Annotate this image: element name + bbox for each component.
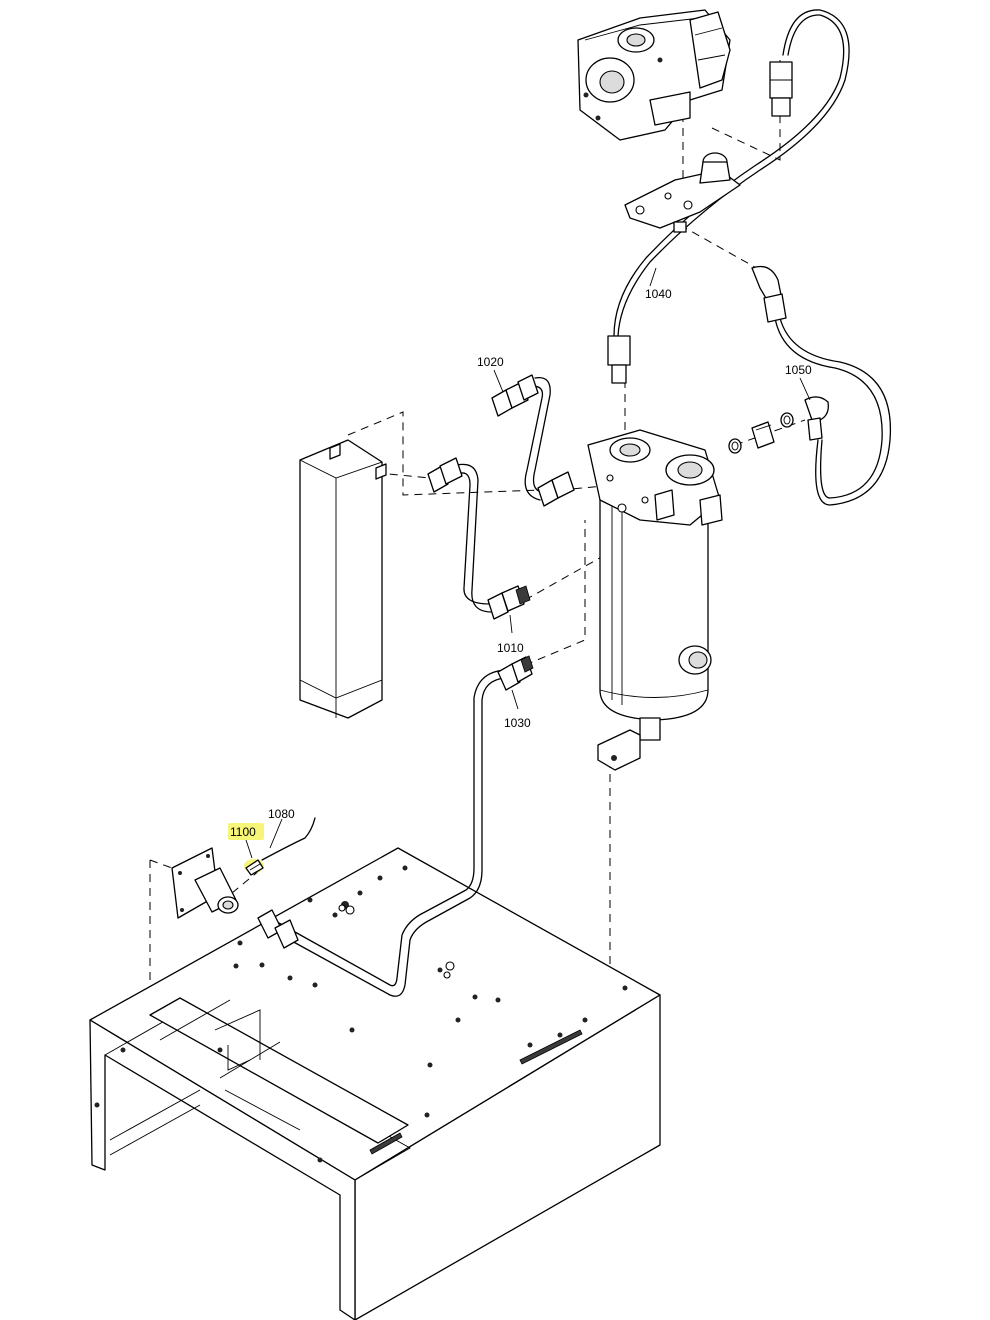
- fitting-1050-group: [728, 396, 829, 454]
- pipe-1030: [257, 655, 534, 997]
- callout-1010: 1010: [497, 641, 524, 655]
- tank-flange-fitting: [171, 847, 239, 919]
- return-hose: [751, 265, 892, 506]
- part-1100-fitting: [244, 859, 264, 876]
- hose-1080: [261, 817, 316, 861]
- oil-cooler: [299, 439, 387, 719]
- callout-labels: 1020 1010 1030 1040 1050 1080 1100: [228, 287, 812, 840]
- base-frame: [89, 847, 661, 1320]
- callout-1030: 1030: [504, 716, 531, 730]
- pipe-1020: [491, 374, 575, 507]
- hose-1040: [607, 9, 850, 384]
- control-valve-assembly: [577, 9, 741, 233]
- separator-tank: [587, 429, 723, 771]
- callout-1050: 1050: [785, 363, 812, 377]
- callout-1040: 1040: [645, 287, 672, 301]
- callout-1080: 1080: [268, 807, 295, 821]
- callout-1100: 1100: [230, 825, 256, 839]
- callout-1100-highlight: [228, 823, 264, 840]
- callout-1020: 1020: [477, 355, 504, 369]
- leader-lines: [245, 267, 811, 859]
- pipe-1010: [427, 457, 531, 620]
